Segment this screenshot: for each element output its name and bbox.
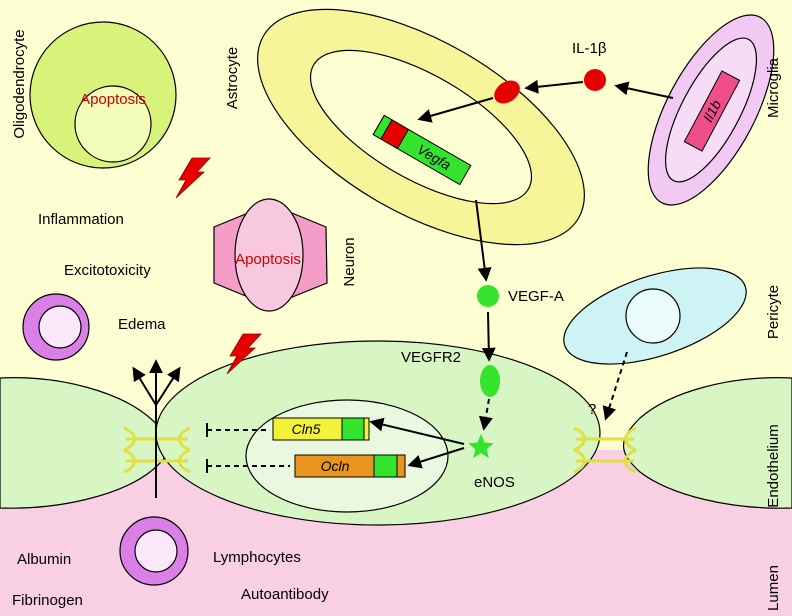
lightning-bolt-icon: [175, 157, 211, 199]
lymphocyte-lumen-nucleus: [134, 529, 178, 573]
lymphocytes-label: Lymphocytes: [213, 549, 301, 566]
cln5-promoter: [341, 417, 365, 441]
autoantibody-label: Autoantibody: [241, 586, 329, 603]
cln5-gene-label: Cln5: [292, 421, 321, 437]
signaling-arrows: [369, 79, 674, 469]
endothelium-right-cell: [623, 377, 792, 509]
endothelium-label: Endothelium: [765, 424, 782, 507]
albumin-label: Albumin: [17, 551, 71, 568]
il1b-protein: [584, 69, 606, 91]
neuron-apoptosis-label: Apoptosis: [235, 251, 301, 268]
vegfr2-receptor: [480, 365, 500, 397]
oligodendrocyte-nucleus: [74, 85, 152, 163]
lymphocyte-brain-nucleus: [38, 305, 82, 349]
pericyte-label: Pericyte: [765, 285, 782, 339]
oligodendrocyte-apoptosis-label: Apoptosis: [80, 91, 146, 108]
inflammation-label: Inflammation: [38, 211, 124, 228]
pericyte-nucleus: [625, 288, 681, 344]
lumen-label: Lumen: [765, 565, 782, 611]
lightning-bolt-icon-2: [226, 333, 262, 375]
question-mark-label: ?: [588, 401, 596, 418]
il1b-gene-box: [683, 70, 741, 152]
neuron-label: Neuron: [341, 237, 358, 286]
enos-star-icon: [468, 434, 494, 458]
astrocyte-nucleus: [309, 49, 533, 205]
cln5-gene: Cln5: [272, 417, 370, 441]
vegfa-protein: [477, 285, 499, 307]
edema-label: Edema: [118, 316, 166, 333]
repression-lines: [206, 423, 290, 473]
oligodendrocyte-label: Oligodendrocyte: [11, 29, 28, 138]
neuron-nucleus: [234, 198, 304, 312]
il1b-label: IL-1β: [572, 40, 607, 57]
vegfa-promoter-red: [380, 119, 410, 150]
vegfr2-label: VEGFR2: [401, 349, 461, 366]
tight-junction-right: [573, 426, 637, 474]
astrocyte-label: Astrocyte: [224, 47, 241, 110]
excitotoxicity-label: Excitotoxicity: [64, 262, 151, 279]
ocln-promoter: [373, 454, 398, 478]
vegfa-protein-label: VEGF-A: [508, 288, 564, 305]
ocln-gene: Ocln: [294, 454, 406, 478]
paracellular-leak-arrows: [132, 359, 181, 498]
fibrinogen-label: Fibrinogen: [12, 592, 83, 609]
microglia-label: Microglia: [765, 57, 782, 118]
enos-label: eNOS: [474, 474, 515, 491]
il1b-receptor: [494, 80, 520, 104]
ocln-gene-label: Ocln: [321, 458, 350, 474]
